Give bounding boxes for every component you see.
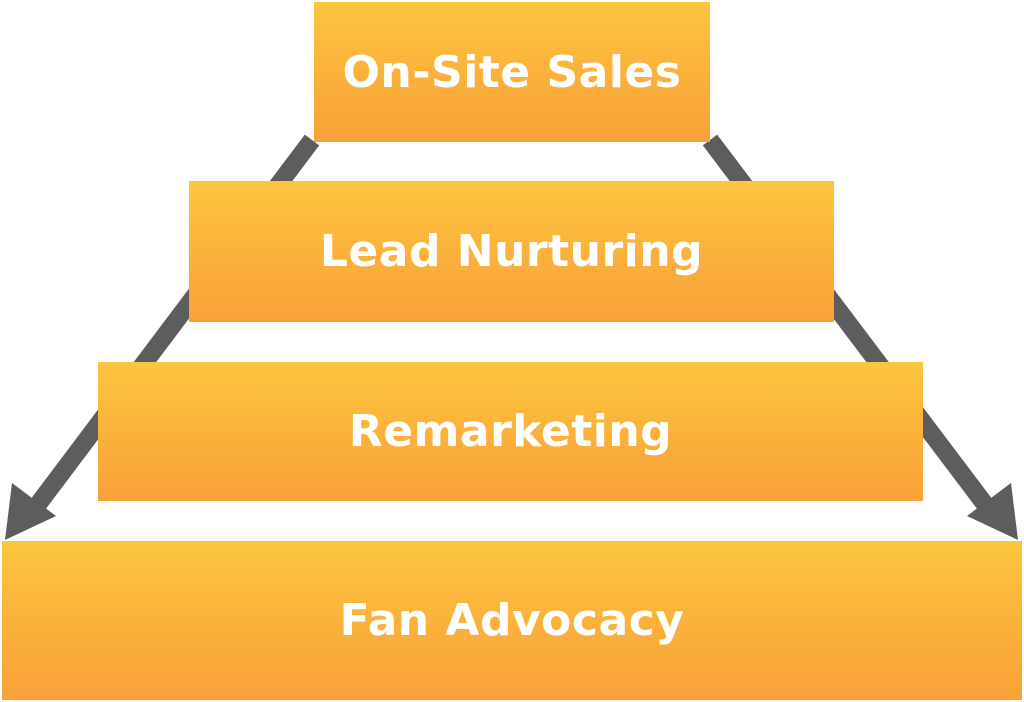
tier-label: On-Site Sales — [342, 46, 682, 98]
tier-remarketing: Remarketing — [98, 362, 923, 501]
tier-label: Fan Advocacy — [339, 595, 685, 646]
tier-label: Lead Nurturing — [319, 226, 704, 277]
tier-on-site-sales: On-Site Sales — [314, 2, 710, 142]
tier-fan-advocacy: Fan Advocacy — [2, 541, 1022, 700]
tier-label: Remarketing — [348, 406, 673, 457]
tier-lead-nurturing: Lead Nurturing — [189, 181, 834, 322]
